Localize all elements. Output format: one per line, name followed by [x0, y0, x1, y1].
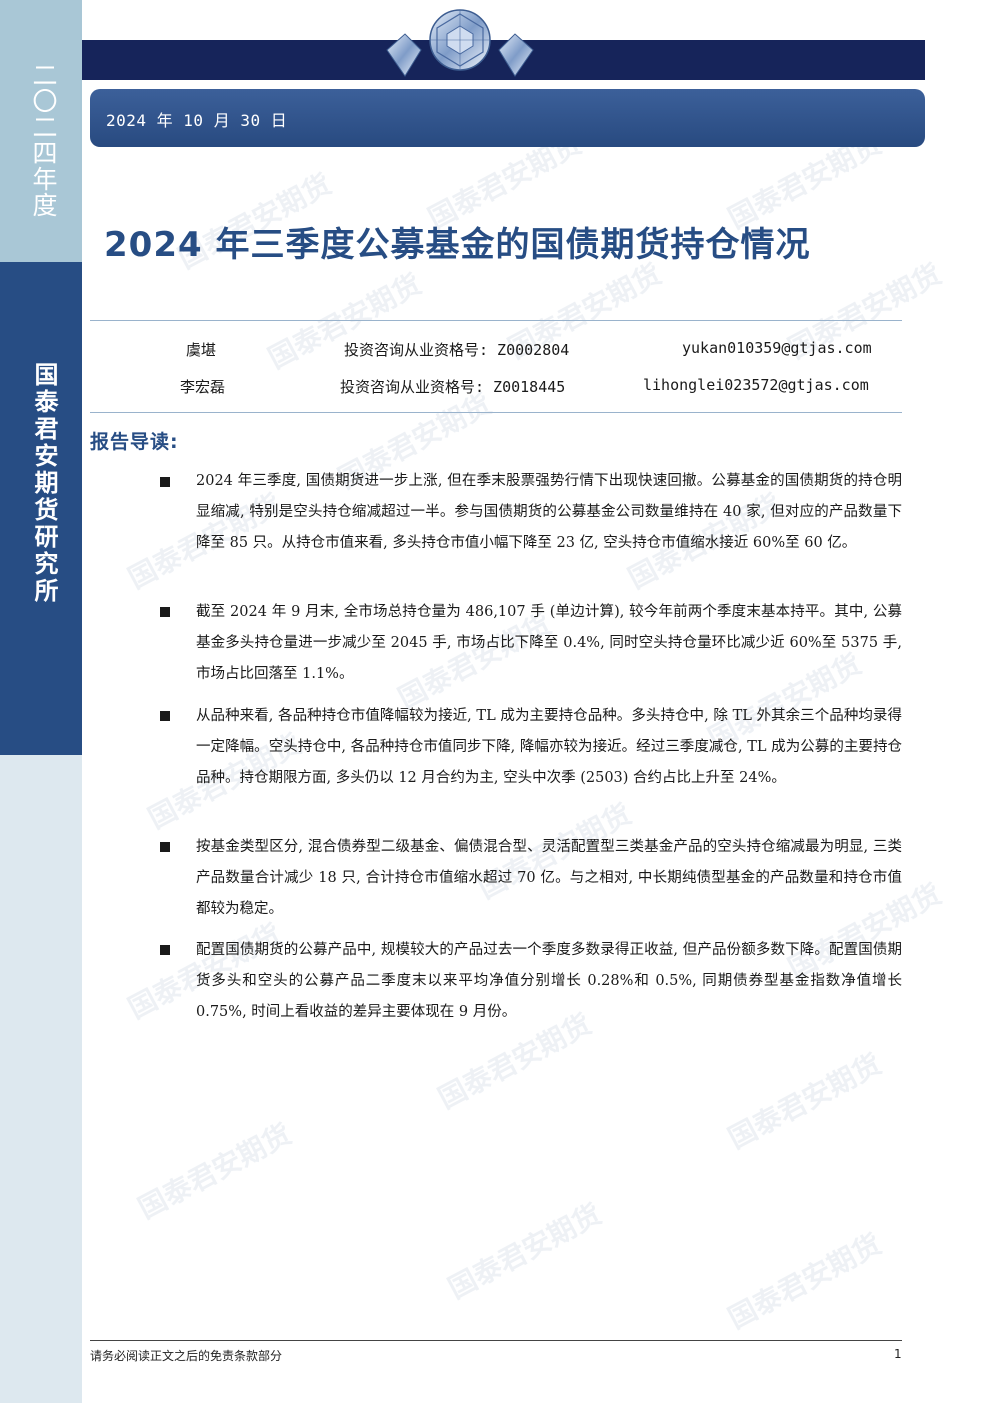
bullet-marker	[160, 945, 170, 955]
watermark: 国泰君安期货	[132, 1117, 297, 1226]
author-bottom-divider	[90, 412, 902, 413]
footer-disclaimer: 请务必阅读正文之后的免责条款部分	[90, 1349, 283, 1363]
watermark: 国泰君安期货	[442, 1197, 607, 1306]
summary-paragraph: 按基金类型区分, 混合债券型二级基金、偏债混合型、灵活配置型三类基金产品的空头持…	[196, 839, 902, 917]
sidebar-org-panel: 国泰君安期货研究所	[0, 262, 82, 755]
report-date: 2024 年 10 月 30 日	[106, 111, 288, 130]
summary-paragraph: 截至 2024 年 9 月末, 全市场总持仓量为 486,107 手 (单边计算…	[196, 604, 902, 682]
page-title: 2024 年三季度公募基金的国债期货持仓情况	[104, 225, 811, 265]
footer-divider	[90, 1340, 902, 1341]
author-cert: 投资咨询从业资格号: Z0018445	[340, 378, 566, 396]
sidebar-year: 二〇二四年度	[29, 62, 58, 218]
summary-paragraph: 从品种来看, 各品种持仓市值降幅较为接近, TL 成为主要持仓品种。多头持仓中,…	[196, 708, 902, 786]
bullet-marker	[160, 607, 170, 617]
author-email: yukan010359@gtjas.com	[682, 339, 872, 357]
section-heading: 报告导读:	[90, 431, 179, 453]
sidebar-top-panel: 二〇二四年度	[0, 0, 82, 262]
author-top-divider	[90, 320, 902, 321]
watermark: 国泰君安期货	[722, 1227, 887, 1336]
author-row: 李宏磊 投资咨询从业资格号: Z0018445 lihonglei023572@…	[90, 376, 902, 404]
author-row: 虞堪 投资咨询从业资格号: Z0002804 yukan010359@gtjas…	[90, 339, 902, 367]
author-name: 李宏磊	[180, 378, 226, 396]
author-email: lihonglei023572@gtjas.com	[643, 376, 869, 394]
watermark: 国泰君安期货	[722, 1047, 887, 1156]
bullet-marker	[160, 477, 170, 487]
sidebar-org-name: 国泰君安期货研究所	[30, 362, 59, 605]
page-number: 1	[894, 1347, 902, 1361]
author-cert: 投资咨询从业资格号: Z0002804	[344, 341, 570, 359]
summary-paragraph: 2024 年三季度, 国债期货进一步上涨, 但在季末股票强势行情下出现快速回撤。…	[196, 473, 902, 551]
author-name: 虞堪	[186, 341, 217, 359]
sidebar-bottom-panel	[0, 755, 82, 1403]
bullet-marker	[160, 711, 170, 721]
date-banner: 2024 年 10 月 30 日	[90, 89, 925, 147]
diamond-logo-icon	[375, 6, 545, 86]
bullet-marker	[160, 842, 170, 852]
summary-paragraph: 配置国债期货的公募产品中, 规模较大的产品过去一个季度多数录得正收益, 但产品份…	[196, 942, 902, 1020]
